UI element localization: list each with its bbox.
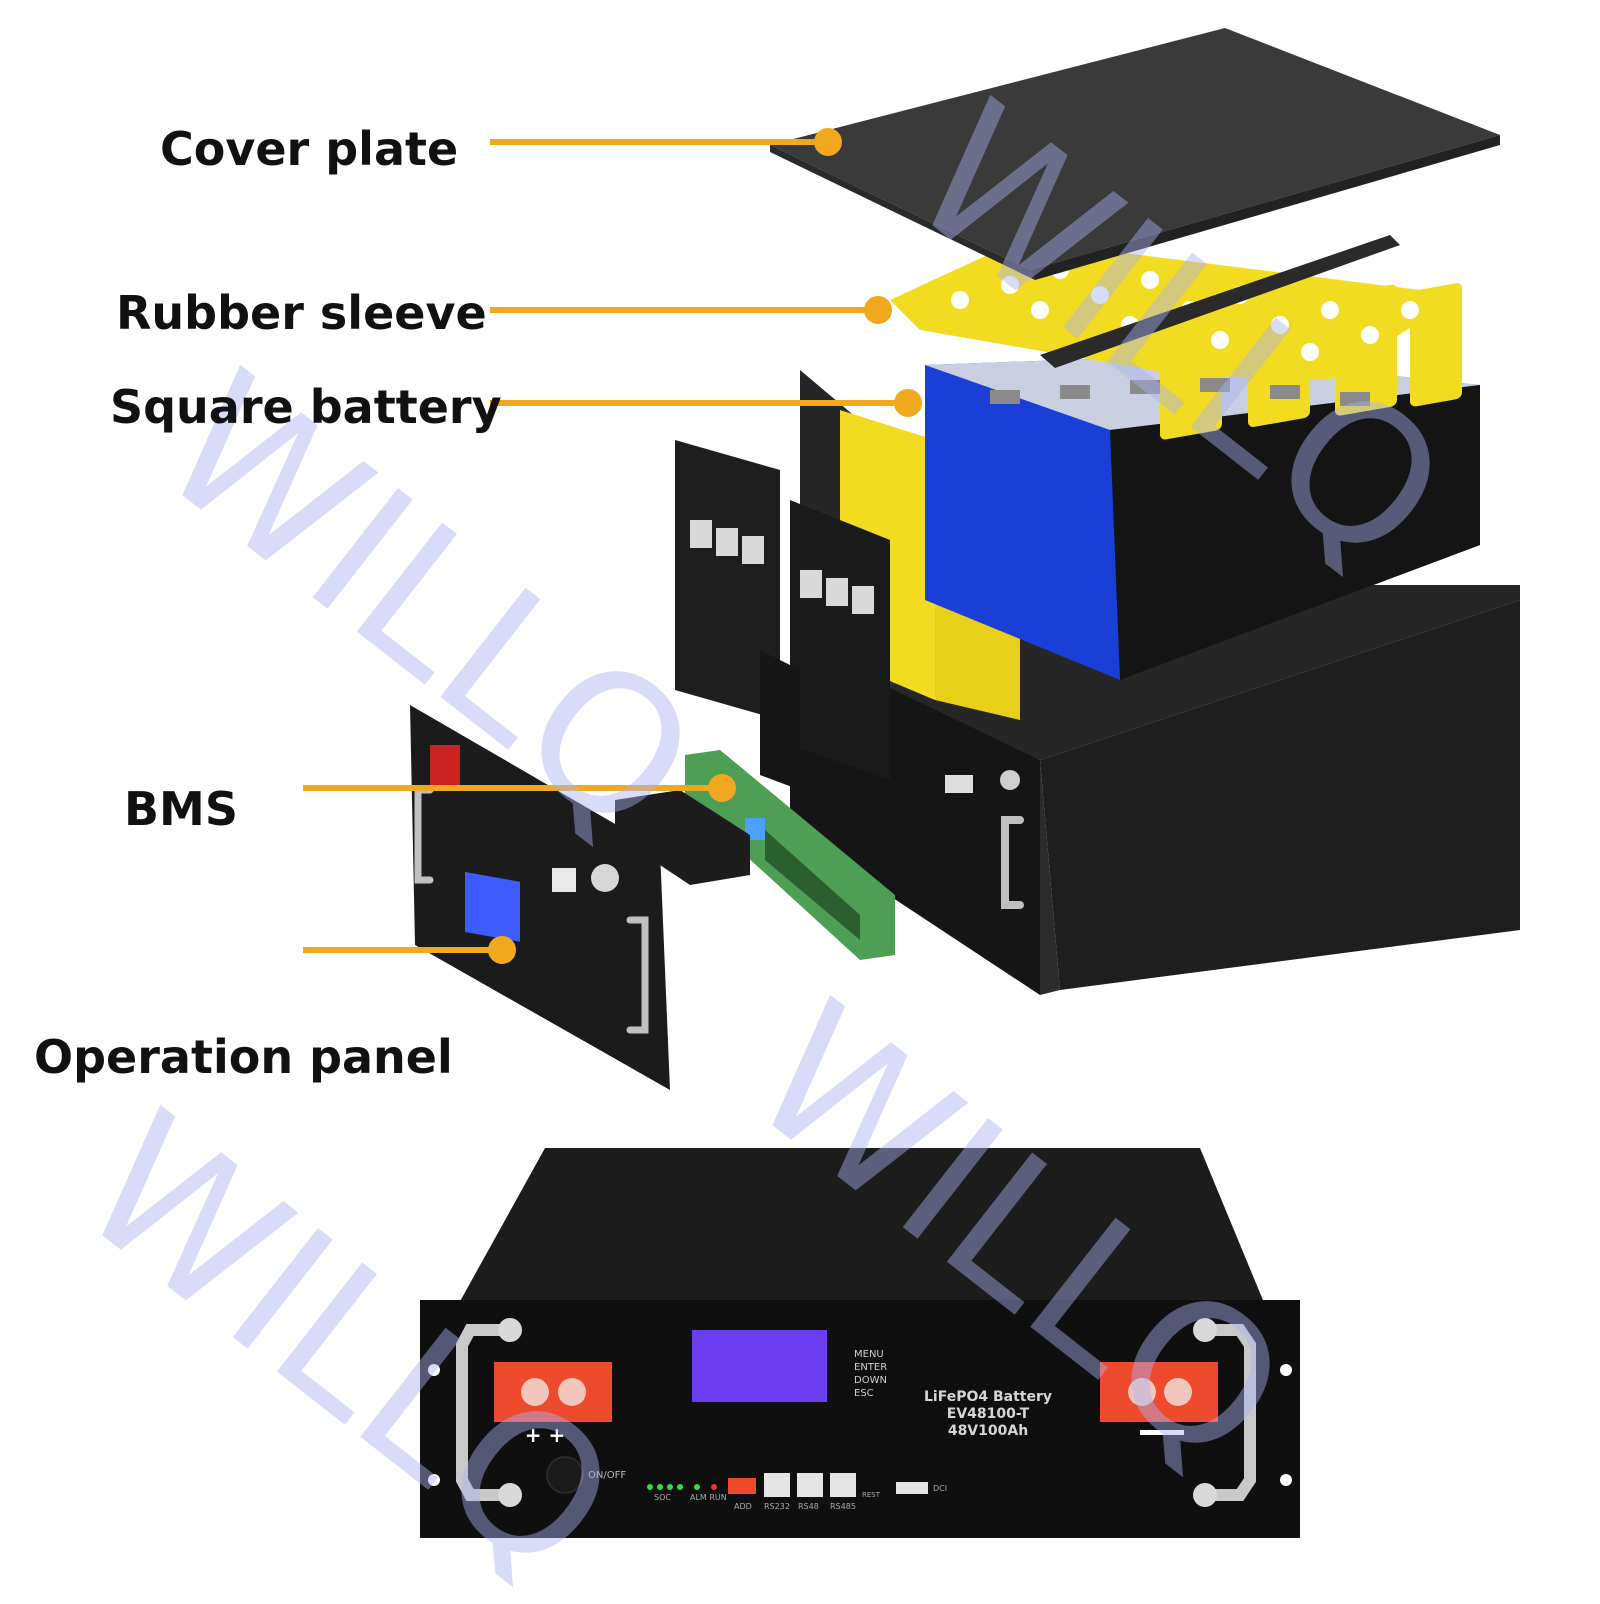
leader-dot-bms: [708, 774, 736, 802]
bms-board: [615, 750, 895, 960]
alm-label: ALM RUN: [690, 1493, 727, 1502]
product-model: EV48100-T: [947, 1406, 1030, 1422]
label-rubber-sleeve: Rubber sleeve: [116, 286, 487, 340]
rs485-label: RS485: [830, 1502, 856, 1511]
chassis-handle-icon: [1001, 816, 1024, 909]
leader-dot-cover-plate: [814, 128, 842, 156]
product-name: LiFePO4 Battery: [924, 1389, 1052, 1405]
rs485-port-icon: [830, 1473, 856, 1497]
btn-menu-label: MENU: [854, 1349, 884, 1360]
lcd-screen: [692, 1330, 827, 1402]
label-cover-plate: Cover plate: [160, 122, 459, 176]
rs232-label: RS232: [764, 1502, 790, 1511]
label-bms: BMS: [124, 782, 238, 836]
label-square-battery: Square battery: [110, 380, 502, 434]
dip-switch-icon: [728, 1478, 756, 1494]
bms-brackets: [675, 440, 890, 790]
product-capacity: 48V100Ah: [948, 1423, 1028, 1439]
leader-dot-rubber-sleeve: [864, 296, 892, 324]
add-label: ADD: [734, 1502, 752, 1511]
leader-lines: [303, 128, 922, 964]
soc-label: SOC: [654, 1493, 671, 1502]
dci-label: DCI: [933, 1484, 947, 1493]
svg-text:+ +: + +: [525, 1423, 565, 1447]
switch-label: ON/OFF: [588, 1470, 626, 1481]
btn-esc-label: ESC: [854, 1388, 874, 1399]
indicator-leds: [647, 1484, 717, 1490]
left-handle-icon: [456, 1324, 516, 1501]
rs48-label: RS48: [798, 1502, 819, 1511]
btn-down-label: DOWN: [854, 1375, 887, 1386]
rs48-port-icon: [797, 1473, 823, 1497]
positive-terminal-icon: [1100, 1362, 1218, 1422]
right-handle-icon: [1199, 1324, 1256, 1501]
power-switch-icon: [546, 1456, 584, 1494]
btn-enter-label: ENTER: [854, 1362, 887, 1373]
assembled-battery: + + MENU ENTER DOWN ESC LiFePO4 Battery …: [420, 1148, 1300, 1538]
leader-dot-operation-panel: [488, 936, 516, 964]
leader-dot-square-battery: [894, 389, 922, 417]
negative-terminal-icon: [494, 1362, 612, 1422]
assembled-top: [458, 1148, 1265, 1305]
operation-panel-exploded: [410, 705, 670, 1090]
label-operation-panel: Operation panel: [34, 1030, 453, 1084]
rs232-port-icon: [764, 1473, 790, 1497]
cover-plate: [770, 28, 1500, 280]
rest-label: REST: [862, 1491, 881, 1499]
dci-port-icon: [896, 1482, 928, 1494]
